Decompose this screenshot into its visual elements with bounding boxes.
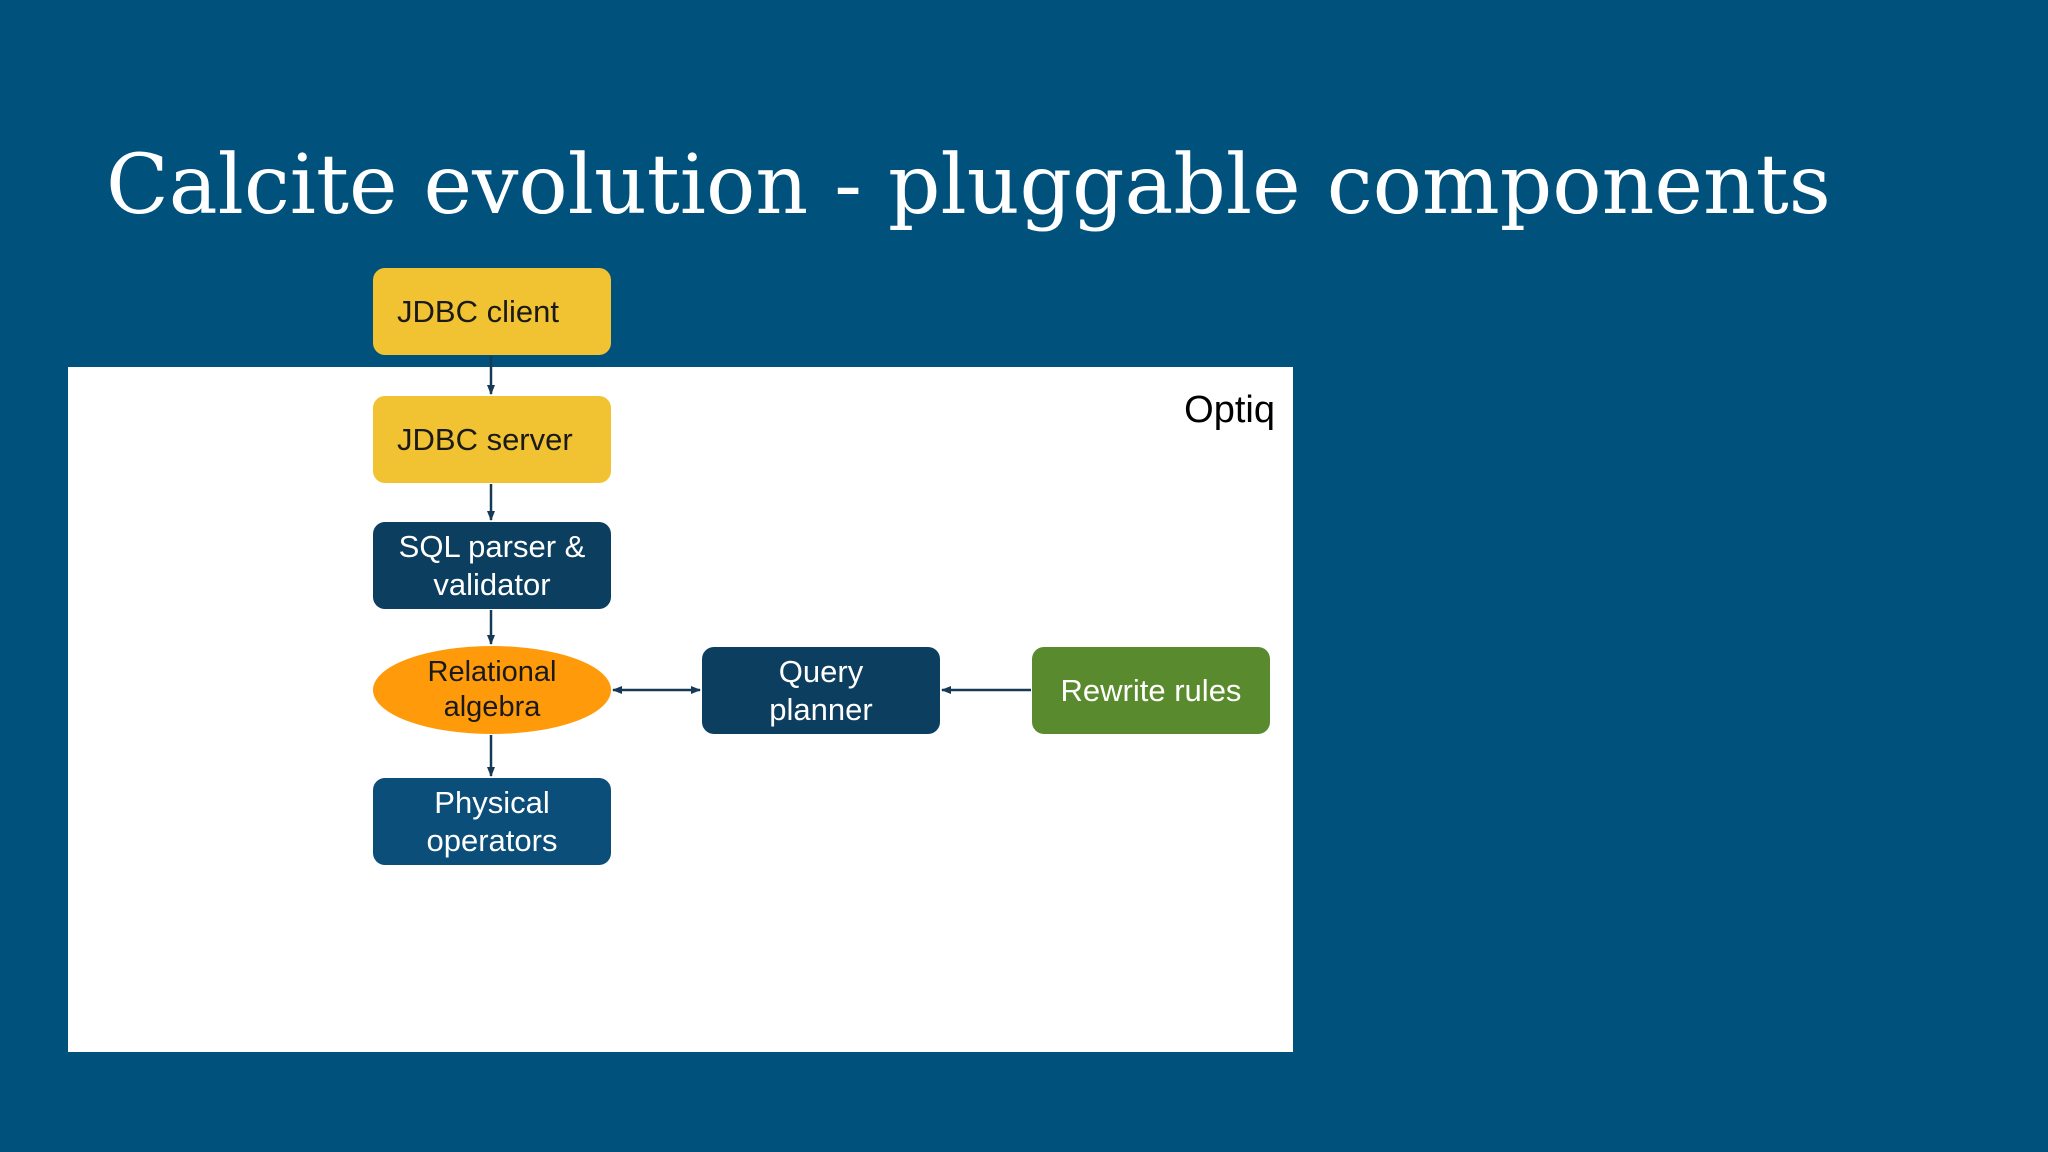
jdbc-server-node: JDBC server xyxy=(373,396,611,483)
jdbc-client-node: JDBC client xyxy=(373,268,611,355)
slide-title: Calcite evolution - pluggable components xyxy=(106,138,1831,233)
optiq-label: Optiq xyxy=(1184,389,1275,431)
physical-operators-node: Physical operators xyxy=(373,778,611,865)
relational-algebra-node: Relational algebra xyxy=(373,646,611,734)
sql-parser-validator-node: SQL parser & validator xyxy=(373,522,611,609)
query-planner-node: Query planner xyxy=(702,647,940,734)
rewrite-rules-node: Rewrite rules xyxy=(1032,647,1270,734)
